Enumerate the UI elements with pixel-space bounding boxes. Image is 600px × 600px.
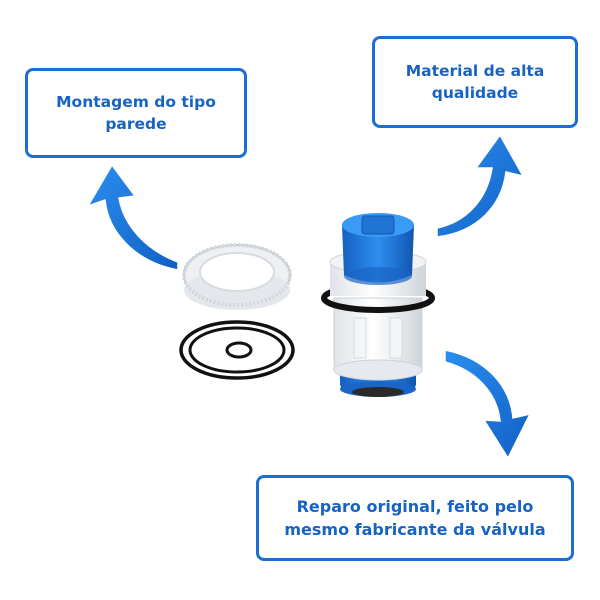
callout-line: Reparo original, feito pelo [296, 496, 534, 516]
curved-arrow-up-right-icon [436, 133, 525, 238]
callout-high-quality-material: Material de alta qualidade [372, 36, 578, 128]
callout-line: qualidade [431, 84, 519, 102]
curved-arrow-up-left-icon [86, 163, 179, 271]
callout-original-repair: Reparo original, feito pelo mesmo fabric… [256, 475, 574, 561]
curved-arrow-down-right-icon [444, 349, 532, 460]
callout-line: parede [105, 115, 167, 133]
callout-line: mesmo fabricante da válvula [284, 520, 546, 539]
callout-line: Material de alta [405, 61, 545, 80]
callout-line: Montagem do tipo [56, 92, 216, 111]
white-ring-icon [182, 243, 292, 310]
callout-wall-mount: Montagem do tipo parede [25, 68, 247, 158]
valve-cartridge-icon [321, 213, 435, 397]
o-rings-icon [179, 320, 295, 380]
